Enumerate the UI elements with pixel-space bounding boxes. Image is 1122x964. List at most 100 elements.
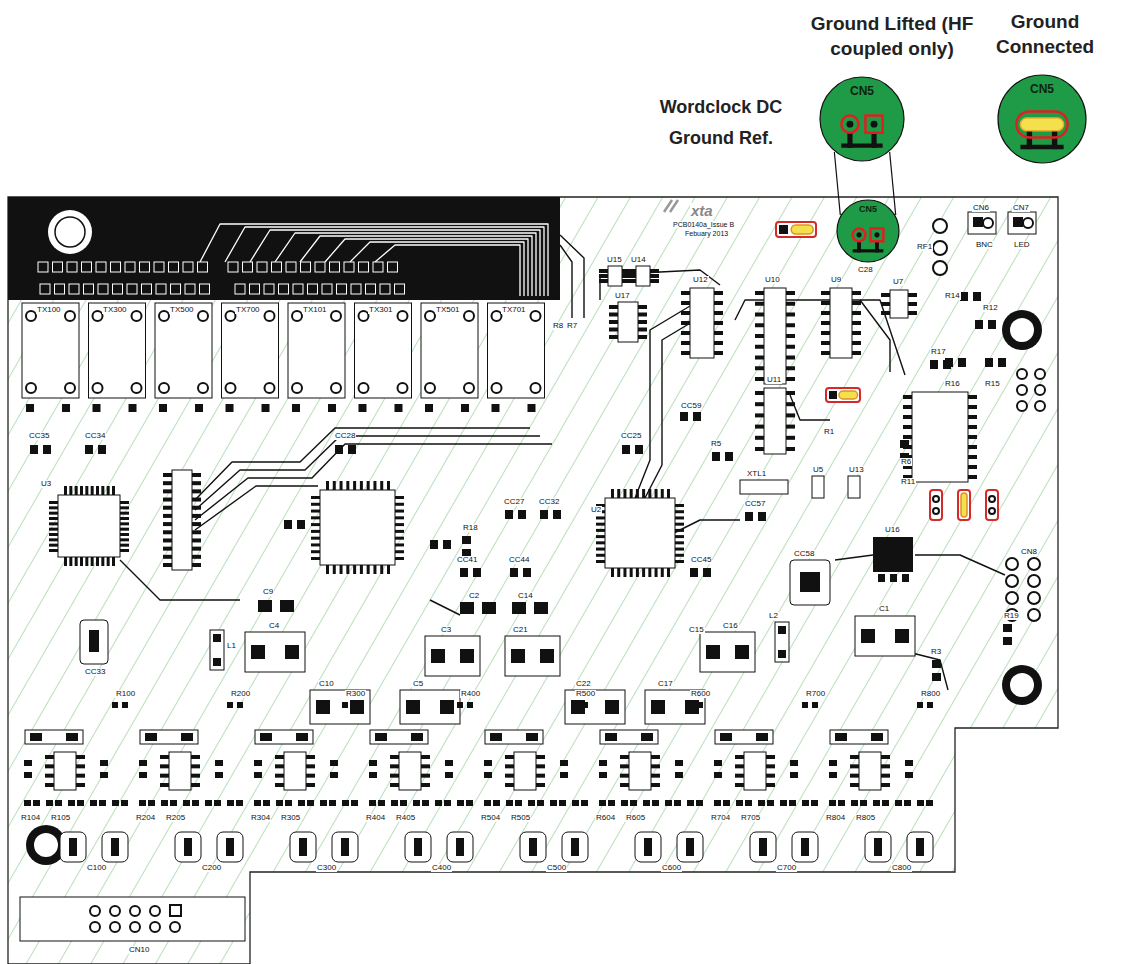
smd-pad (572, 800, 579, 806)
smd-pad (49, 549, 58, 552)
smd-pad (192, 473, 201, 477)
part-label: C2 (468, 592, 480, 600)
part-label: R600 (690, 690, 711, 698)
smd-pad (755, 391, 764, 395)
part-label: C9 (262, 588, 274, 596)
through-pad (331, 383, 341, 393)
part-label: TX101 (302, 306, 328, 314)
smd-pad (665, 800, 672, 806)
smd-pad (275, 764, 284, 768)
board-outline (8, 197, 1058, 964)
pin-one-pad (170, 905, 181, 916)
capacitor-outline (80, 620, 108, 664)
smd-pad (311, 510, 320, 513)
smd-pad (686, 838, 694, 856)
smd-pad (490, 733, 502, 741)
capacitor-outline (25, 730, 83, 744)
through-pad (198, 383, 208, 393)
smd-pad (829, 760, 837, 766)
smd-pad (335, 445, 343, 454)
capacitor-outline (600, 730, 658, 744)
smd-pad (395, 510, 404, 513)
transformer-outline (355, 303, 412, 398)
smd-pad (652, 800, 659, 806)
smd-pad (968, 405, 977, 409)
ic-outline (172, 470, 192, 570)
ic-outline (912, 392, 968, 482)
smd-pad (599, 760, 607, 766)
smd-pad (460, 568, 468, 577)
smd-pad (369, 772, 377, 778)
through-pad (226, 311, 236, 321)
smd-pad (311, 516, 320, 519)
smd-pad (778, 626, 786, 634)
smd-pad (69, 557, 72, 566)
mounting-hole-bore (1010, 673, 1034, 697)
connector-pad (330, 262, 340, 272)
through-pad (933, 219, 947, 233)
part-label: C400 (431, 864, 452, 872)
smd-pad (975, 320, 983, 329)
smd-pad (49, 538, 58, 541)
part-label: R11 (900, 478, 916, 486)
part-label: R800 (920, 690, 941, 698)
smd-pad (786, 334, 795, 338)
smd-pad (122, 702, 128, 708)
smd-pad (675, 554, 684, 557)
through-pad (933, 508, 939, 514)
transformer-outline (89, 303, 146, 398)
smd-pad (443, 540, 451, 549)
smd-pad (755, 447, 764, 451)
smd-pad (852, 311, 861, 315)
smd-pad (306, 764, 315, 768)
smd-pad (599, 800, 606, 806)
ic-outline (629, 752, 651, 790)
smd-pad (821, 291, 830, 295)
pad-hole (874, 232, 879, 237)
through-pad (65, 383, 75, 393)
smd-pad (609, 305, 618, 309)
smd-pad (445, 772, 453, 778)
smd-pad (540, 510, 548, 519)
regulator-body (873, 537, 913, 572)
part-label: R5 (710, 440, 722, 448)
copper-trace (735, 300, 905, 375)
copper-trace (670, 520, 740, 535)
connector-pad (322, 284, 332, 294)
smd-pad (930, 360, 938, 369)
smd-pad (720, 733, 732, 741)
transistor-outline (677, 832, 703, 862)
qfp-outline (58, 495, 120, 557)
smd-pad (821, 351, 830, 355)
smd-pad (622, 445, 630, 454)
smd-pad (421, 755, 430, 759)
smd-pad (227, 800, 234, 806)
smd-pad (878, 574, 885, 582)
connector-pad (308, 284, 318, 294)
part-label: LED (1013, 241, 1031, 249)
smd-pad (342, 800, 349, 806)
smd-pad (852, 351, 861, 355)
smd-pad (611, 568, 614, 577)
through-pad (1028, 592, 1040, 604)
smd-pad (421, 764, 430, 768)
through-pad (531, 383, 541, 393)
through-pad (159, 383, 169, 393)
qfp-outline (320, 490, 395, 565)
connector-pad (40, 284, 50, 294)
smd-pad (297, 520, 305, 529)
part-label: CC34 (84, 432, 106, 440)
smd-pad (46, 800, 53, 806)
smd-pad (871, 733, 883, 741)
smd-pad (49, 517, 58, 520)
smd-pad (786, 291, 795, 295)
through-pad (150, 906, 160, 916)
smd-pad (350, 700, 364, 714)
smd-pad (630, 568, 633, 577)
part-label: C15 (688, 626, 705, 634)
part-label: R300 (345, 690, 366, 698)
part-label: R15 (984, 380, 1001, 388)
smd-pad (651, 764, 660, 768)
smd-pad (96, 486, 99, 495)
leader-line (890, 152, 896, 215)
